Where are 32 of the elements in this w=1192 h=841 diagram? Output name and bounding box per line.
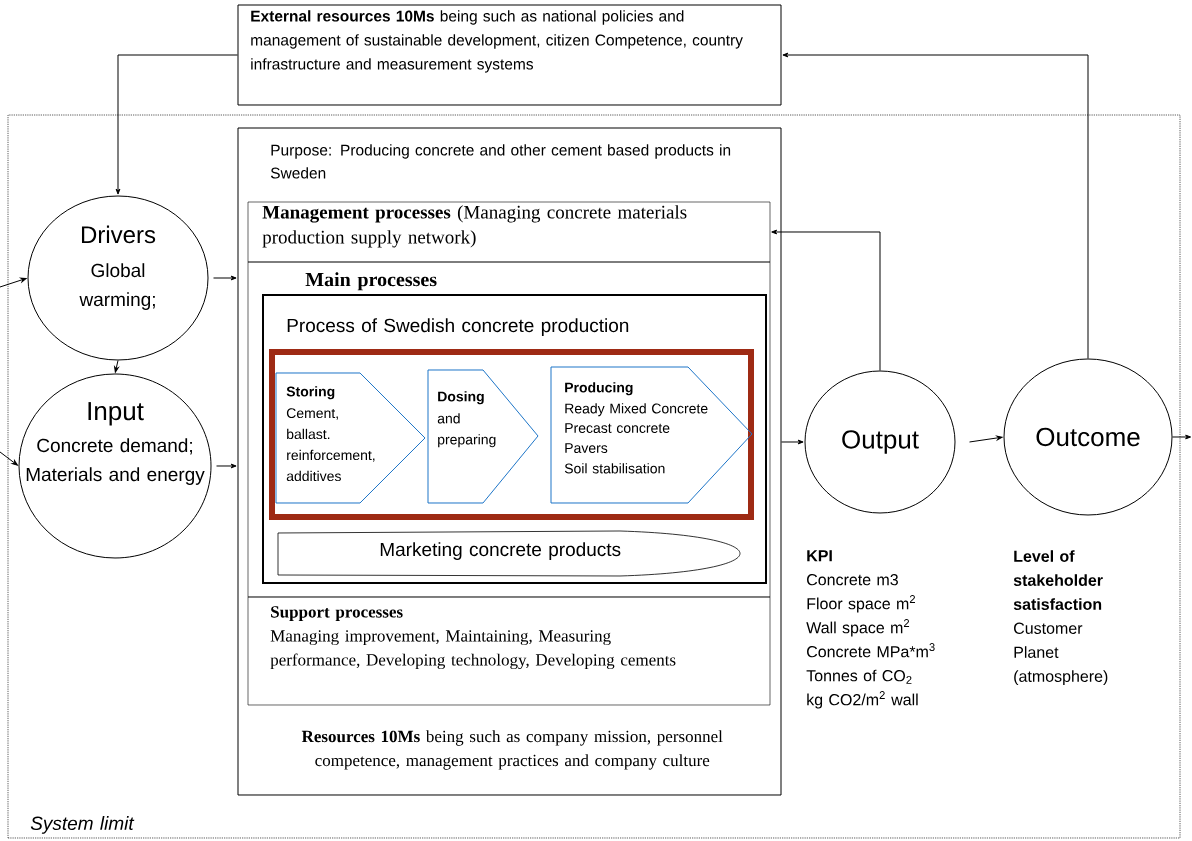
arrow bbox=[114, 360, 119, 373]
circle-node: Outcome Level of stakeholder satisfaction Customer Planet (atmosphere) bbox=[1003, 358, 1173, 686]
chevron-step: Producing Ready Mixed Concrete Precast concrete Pavers Soil stabilisation bbox=[550, 366, 753, 504]
chevron-step: Dosing and preparing bbox=[427, 369, 539, 504]
chevron-step: Storing Cement, ballast. reinforcement, additives bbox=[275, 372, 426, 504]
arrow bbox=[0, 277, 27, 288]
arrow bbox=[969, 435, 1003, 443]
node-label: Tonnes of CO$_{2}$ bbox=[806, 669, 912, 684]
arrow bbox=[115, 54, 238, 195]
node-label: Concrete MPa*m$^{3}$ bbox=[807, 643, 935, 658]
arrow bbox=[782, 52, 1089, 359]
arrow bbox=[213, 275, 237, 281]
node-label: Customer bbox=[1014, 622, 1083, 634]
node-label: KPI bbox=[807, 550, 832, 562]
arrow bbox=[1172, 434, 1192, 440]
circle-node: Input Concrete demand; Materials and energy bbox=[18, 373, 212, 559]
node-label: Level of stakeholder satisfaction bbox=[1013, 550, 1103, 610]
frame-box bbox=[269, 349, 754, 520]
arrow bbox=[0, 451, 18, 466]
arrow bbox=[771, 229, 881, 371]
node-label: Concrete m3 bbox=[807, 574, 898, 586]
node-label: kg CO2/m$^{2}$ wall bbox=[807, 691, 918, 709]
arrow bbox=[781, 439, 804, 445]
node-label: Planet (atmosphere) bbox=[1014, 646, 1108, 686]
node-label: Wall space m$^{2}$ bbox=[806, 619, 910, 637]
resource-box: External resources 10Ms being such as national policies and management of sustainable development, citizen Competence, country infrastructure and measurement systems bbox=[237, 4, 782, 106]
circle-node: Drivers Global warming; bbox=[27, 195, 209, 361]
circle-node: Output KPI Concrete m3 Floor space m$^{2}$ Wall space m$^{2}$ Concrete MPa*m$^{3}$ Tonnes of CO$_{2}$ kg CO2/m$^{2}$ wall bbox=[804, 370, 956, 709]
process-box: Management processes (Managing concrete materials production supply network) bbox=[247, 201, 771, 263]
node-label: Floor space m$^{2}$ bbox=[807, 595, 916, 613]
arrow bbox=[216, 463, 237, 469]
process-box: Support processes Managing improvement, Maintaining, Measuring performance, Developing technology, Developing cements bbox=[247, 596, 771, 706]
